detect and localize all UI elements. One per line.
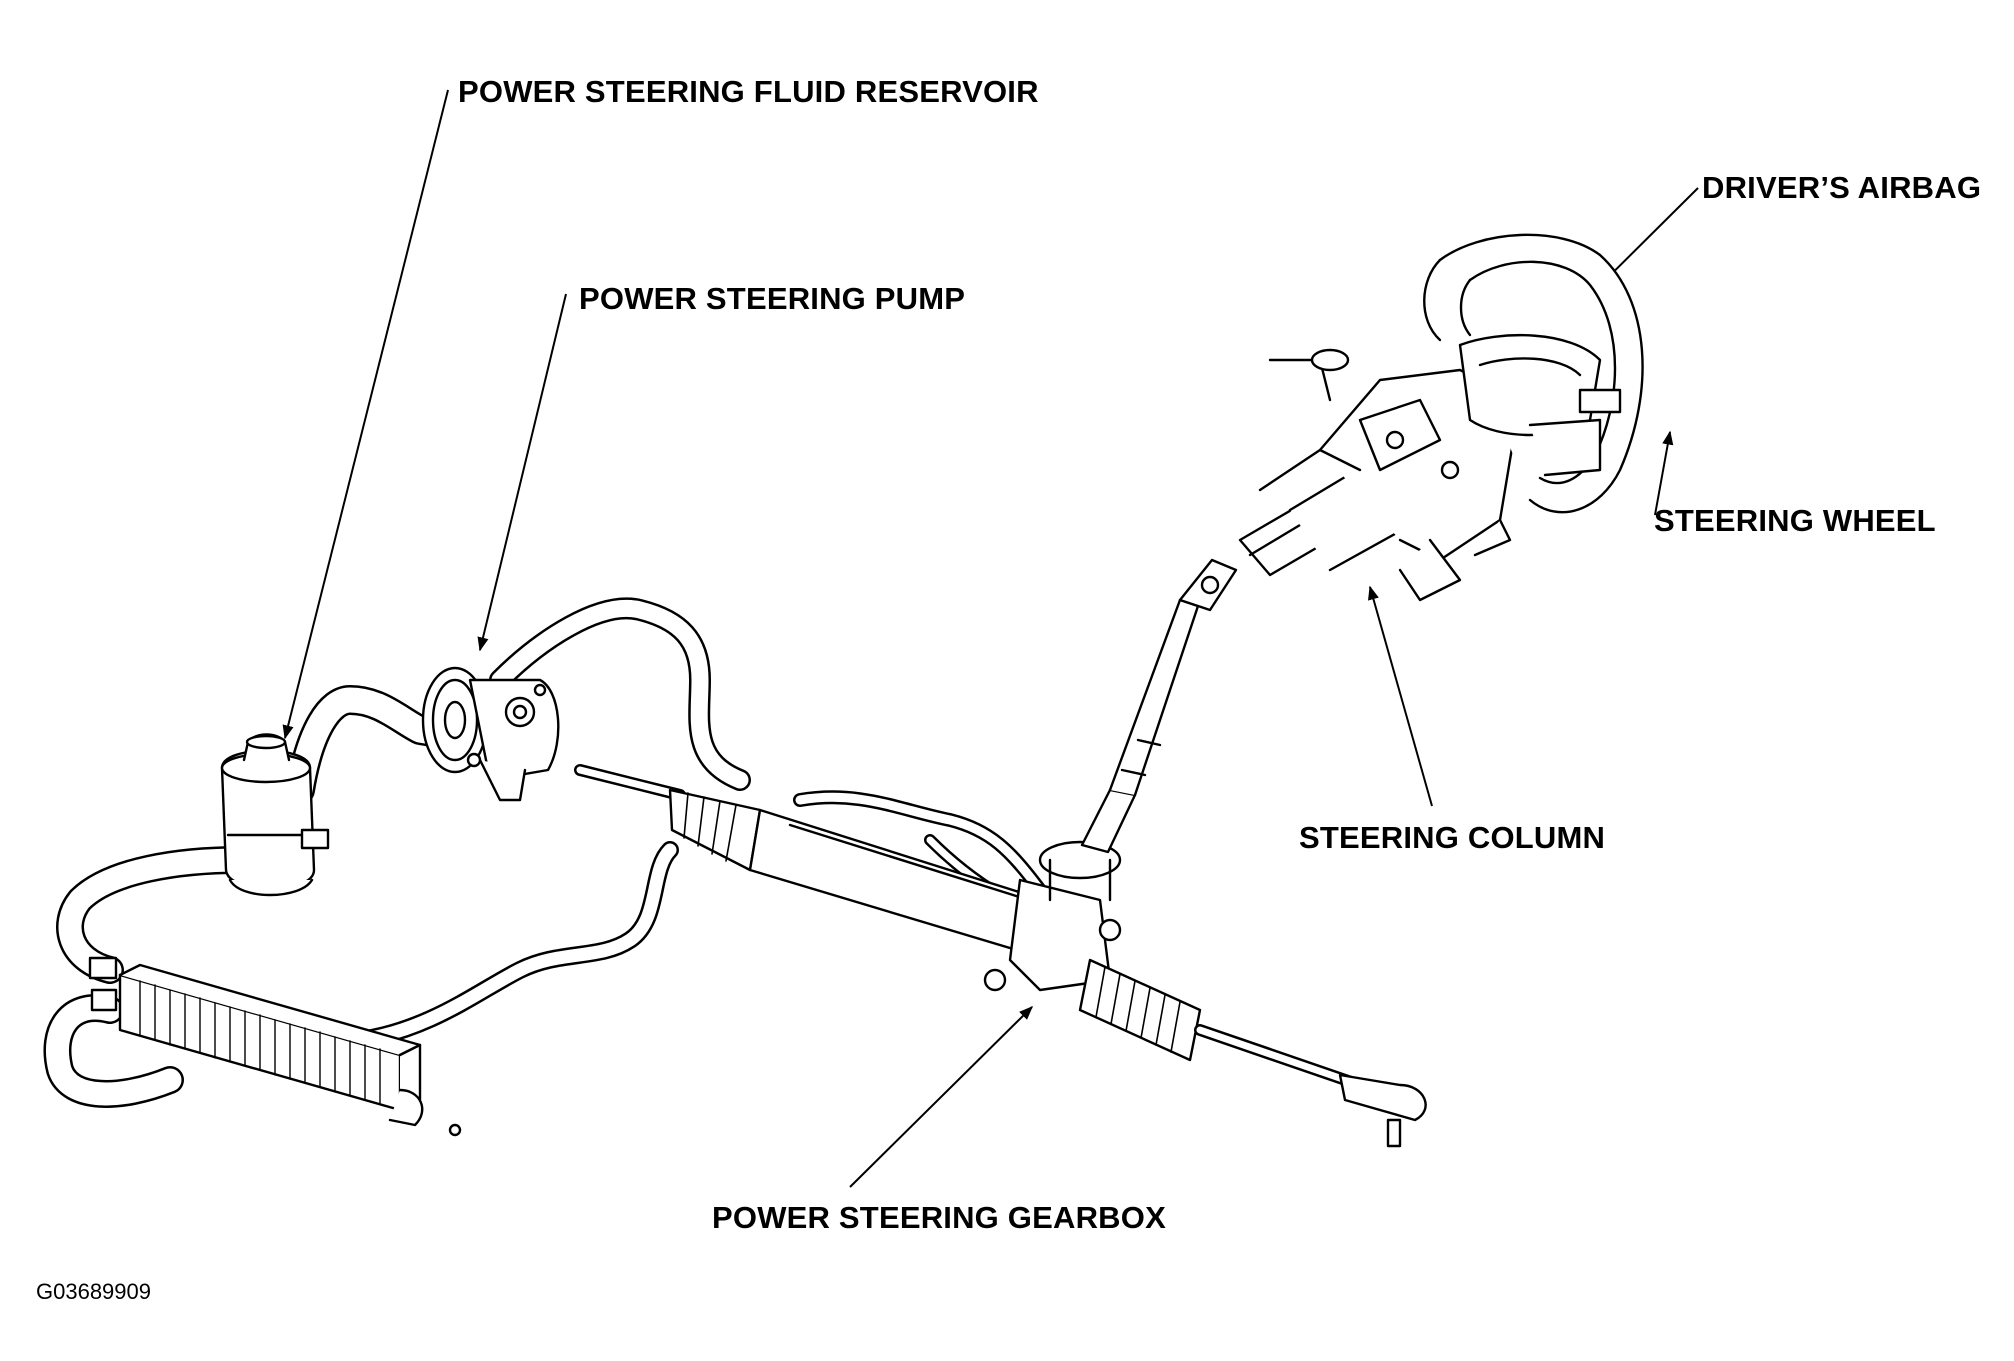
leader-lines [282, 89, 1699, 1188]
label-gearbox: POWER STEERING GEARBOX [712, 1200, 1166, 1235]
hoses [43, 597, 1056, 1108]
drivers-airbag [1458, 334, 1622, 477]
label-pump: POWER STEERING PUMP [579, 281, 966, 316]
figure-code: G03689909 [36, 1279, 151, 1304]
leader-pump [477, 293, 567, 652]
power-steering-pump [421, 666, 560, 802]
leader-column [1368, 585, 1433, 807]
steering-rack [574, 764, 1427, 1148]
leader-wheel [1654, 430, 1674, 516]
label-reservoir: POWER STEERING FLUID RESERVOIR [458, 74, 1039, 109]
label-wheel: STEERING WHEEL [1654, 503, 1936, 538]
leader-gearbox [849, 1006, 1033, 1188]
label-column: STEERING COLUMN [1299, 820, 1606, 855]
fluid-reservoir [220, 733, 330, 897]
intermediate-shaft [1080, 558, 1238, 854]
cooler-fittings [88, 956, 462, 1137]
cooler-fins [139, 980, 381, 1105]
label-airbag: DRIVER’S AIRBAG [1702, 170, 1982, 205]
leader-reservoir [282, 89, 449, 740]
